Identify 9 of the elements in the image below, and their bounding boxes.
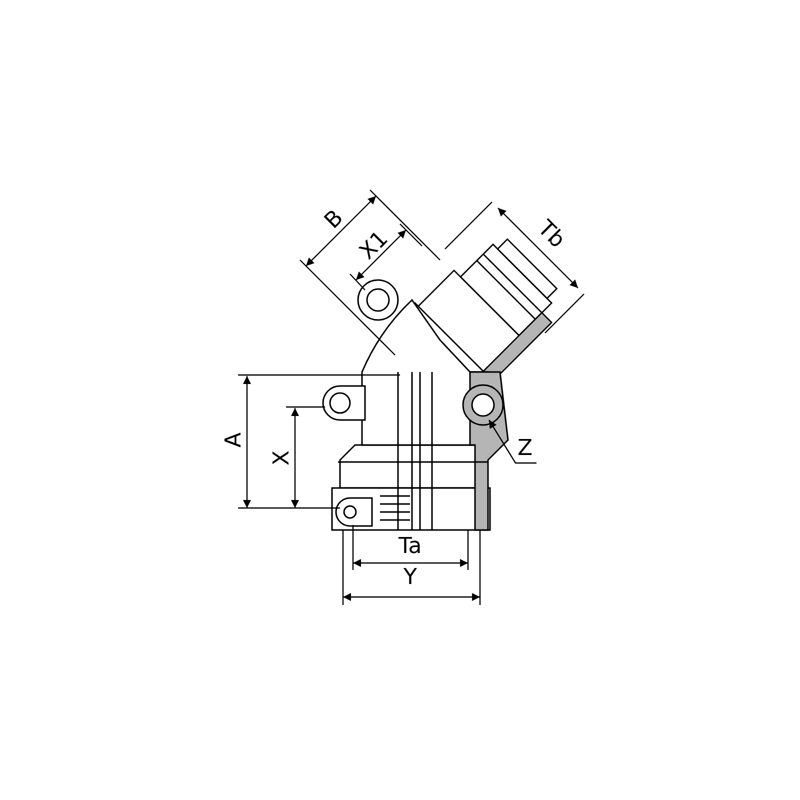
dimension-label: X <box>271 450 294 466</box>
dimension-label: Tb <box>532 218 568 252</box>
dimension-label: A <box>223 432 246 448</box>
leader-line <box>488 420 536 464</box>
dimension-label: Y <box>404 567 417 589</box>
callout-label: Z <box>518 438 533 460</box>
dimension-label: X1 <box>356 228 392 264</box>
dimension-label: Ta <box>398 536 422 558</box>
dimension-label: B <box>320 206 348 234</box>
